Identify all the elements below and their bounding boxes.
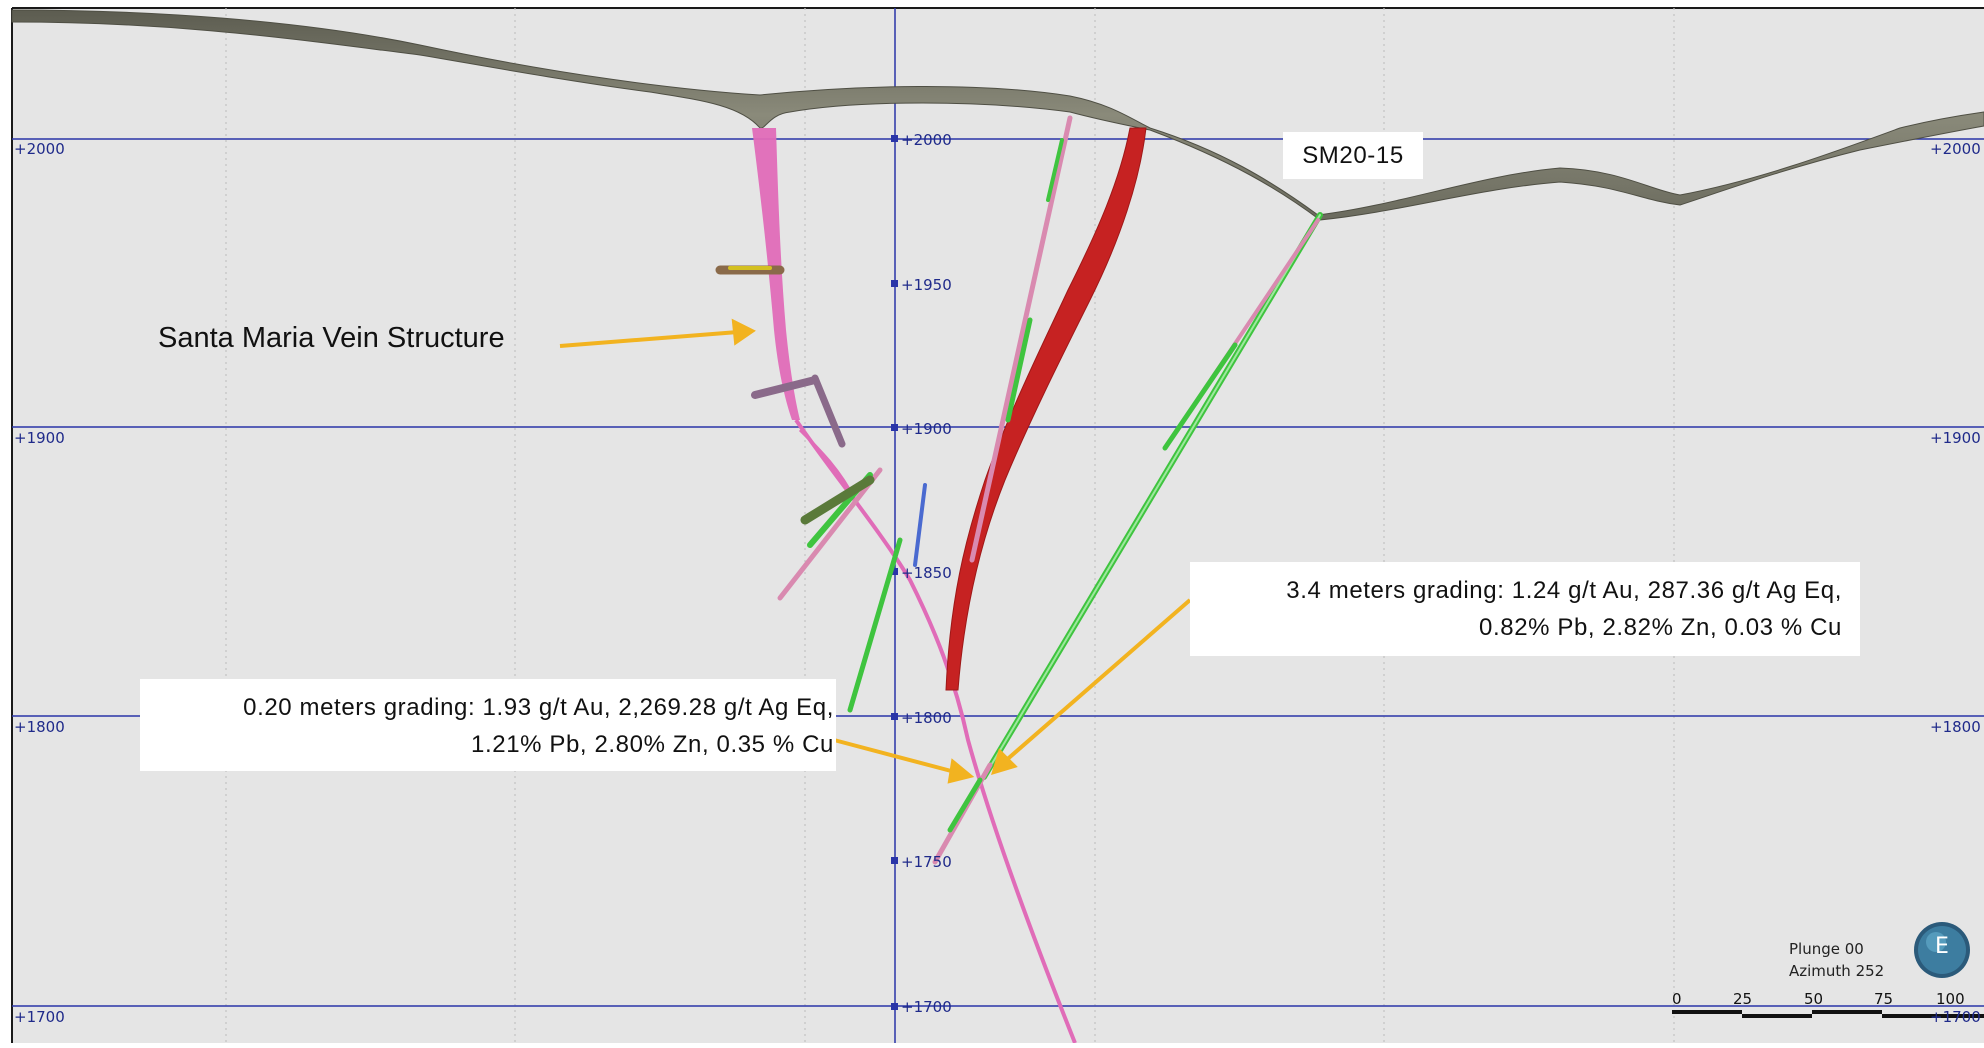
elevation-label-center-1900: +1900 — [901, 420, 952, 438]
scale-tick-75: 75 — [1874, 990, 1894, 1008]
scale-tick-25: 25 — [1733, 990, 1753, 1008]
arrow-vein — [559, 330, 739, 348]
elevation-label-right-1800: +1800 — [1930, 718, 1981, 736]
intercept-a-callout: 3.4 meters grading: 1.24 g/t Au, 287.36 … — [1190, 562, 1860, 656]
intercept-b-line1: 0.20 meters grading: 1.93 g/t Au, 2,269.… — [243, 694, 834, 721]
elevation-label-center-2000: +2000 — [901, 131, 952, 149]
azimuth-readout: Azimuth 252 — [1789, 962, 1885, 980]
arrow-intercept-b — [833, 738, 956, 774]
elevation-label-center-1700: +1700 — [901, 998, 952, 1016]
section-background — [12, 8, 1984, 1043]
scale-tick-50: 50 — [1804, 990, 1824, 1008]
intercept-b-line2: 1.21% Pb, 2.80% Zn, 0.35 % Cu — [471, 731, 834, 758]
drill-traces — [715, 115, 1323, 865]
arrow-intercept-b-head — [947, 758, 975, 784]
elevation-label-right-1900: +1900 — [1930, 429, 1981, 447]
intercept-b-callout: 0.20 meters grading: 1.93 g/t Au, 2,269.… — [140, 679, 836, 771]
drillhole-label-text: SM20-15 — [1302, 142, 1404, 169]
elevation-label-left-1900: +1900 — [14, 429, 65, 447]
elevation-label-right-1700: +1700 — [1930, 1008, 1981, 1026]
drillhole-label: SM20-15 — [1283, 132, 1423, 179]
callout-arrows — [559, 318, 1192, 784]
elevation-label-left-1800: +1800 — [14, 718, 65, 736]
elevation-label-right-2000: +2000 — [1930, 140, 1981, 158]
arrow-intercept-a-head — [991, 748, 1018, 775]
scale-tick-0: 0 — [1672, 990, 1682, 1008]
minor-grid — [225, 8, 1675, 1043]
elevation-label-center-1750: +1750 — [901, 853, 952, 871]
view-orientation-badge[interactable] — [1914, 922, 1970, 978]
scale-tick-100: 100 — [1936, 990, 1965, 1008]
terrain-surface — [11, 9, 1984, 221]
elevation-label-center-1850: +1850 — [901, 564, 952, 582]
elevation-label-left-2000: +2000 — [14, 140, 65, 158]
arrow-intercept-a — [1001, 598, 1192, 765]
mineralized-body — [945, 127, 1147, 691]
plunge-readout: Plunge 00 — [1789, 940, 1864, 958]
elevation-label-center-1950: +1950 — [901, 276, 952, 294]
vein-structure-label: Santa Maria Vein Structure — [158, 322, 505, 354]
arrow-vein-head — [731, 318, 756, 346]
center-axis-ticks — [891, 135, 898, 1010]
view-badge-letter: E — [1935, 934, 1949, 959]
elevation-label-center-1800: +1800 — [901, 709, 952, 727]
scale-bar — [1672, 1010, 1984, 1018]
elevation-label-left-1700: +1700 — [14, 1008, 65, 1026]
intercept-a-line1: 3.4 meters grading: 1.24 g/t Au, 287.36 … — [1286, 577, 1842, 604]
intercept-a-line2: 0.82% Pb, 2.82% Zn, 0.03 % Cu — [1479, 614, 1842, 641]
